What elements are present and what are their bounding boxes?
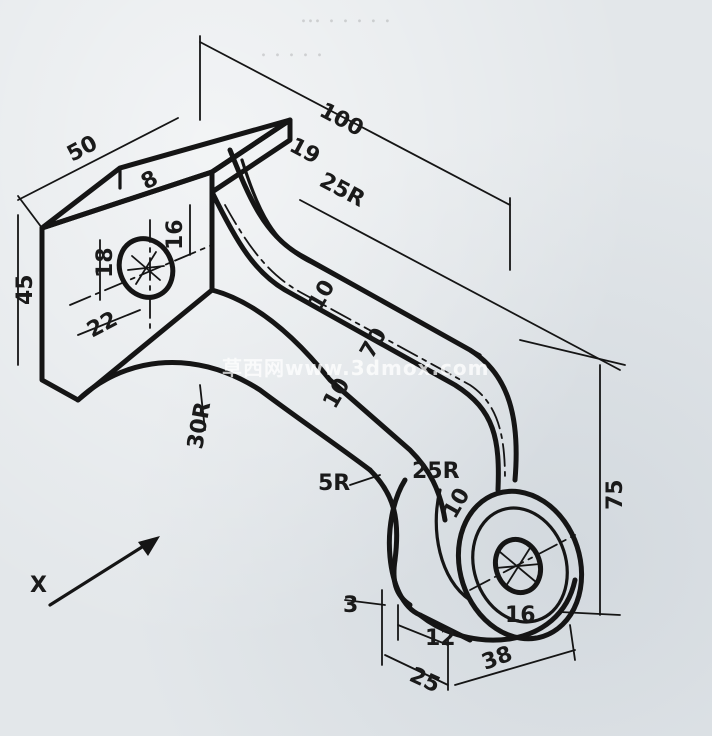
dim-50: 50 — [63, 131, 102, 167]
dim-5r: 5R — [318, 471, 350, 496]
dim-3: 3 — [343, 593, 358, 618]
dim-75: 75 — [603, 479, 628, 510]
watermark-text: 草西网www.3dmox.com — [222, 356, 490, 380]
dim-25r-lower: 25R — [412, 459, 460, 484]
dim-45: 45 — [13, 274, 38, 305]
dim-12: 12 — [425, 626, 456, 651]
background-bleed: ... . . . . . . . . . . — [260, 3, 391, 62]
axis-x-label: X — [30, 573, 47, 598]
svg-text:... . . . . .: ... . . . . . — [300, 3, 391, 28]
dimension-labels: 100 19 25R 50 8 16 18 45 22 10 70 30R 10… — [13, 98, 628, 698]
dim-16-boss: 16 — [505, 603, 536, 628]
svg-text:. . . . .: . . . . . — [260, 37, 323, 62]
dim-25r-top: 25R — [315, 168, 369, 212]
dim-30r: 30R — [183, 400, 216, 451]
dim-100: 100 — [315, 98, 367, 142]
boss-centre-mark — [495, 547, 541, 587]
dim-22: 22 — [83, 307, 122, 343]
hole-centre-mark — [127, 251, 165, 285]
view-direction-arrow: X — [30, 536, 160, 607]
dim-38: 38 — [479, 642, 516, 676]
dim-16-top: 16 — [163, 219, 188, 250]
dim-18: 18 — [93, 247, 118, 278]
watermark: 草西网www.3dmox.com — [222, 356, 490, 380]
dim-10: 10 — [304, 276, 341, 315]
boss — [386, 477, 585, 643]
dimension-lines — [17, 35, 626, 691]
